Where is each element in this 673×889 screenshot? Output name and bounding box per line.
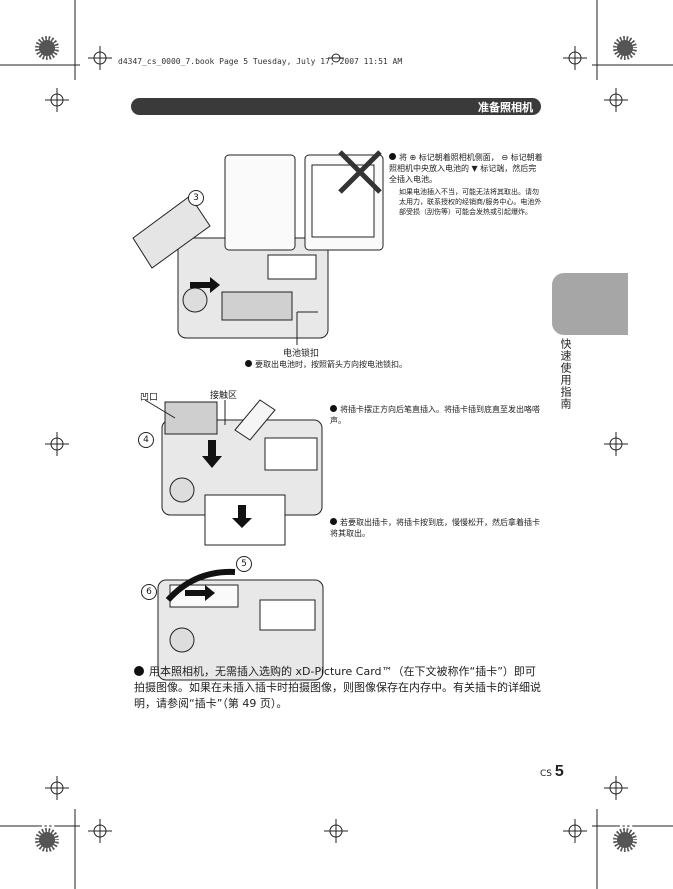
minus-mark-icon: ⊖ — [501, 153, 509, 162]
file-info-line: d4347_cs_0000_7.book Page 5 Tuesday, Jul… — [118, 57, 403, 66]
plus-mark-icon: ⊕ — [409, 153, 417, 162]
camera-dial-2 — [169, 477, 195, 503]
section-title: 准备照相机 — [478, 101, 533, 114]
section-title-bar: 准备照相机 — [131, 98, 541, 115]
bullet-icon — [245, 360, 252, 367]
battery-closeup-correct — [224, 154, 296, 251]
page-number: CS 5 — [540, 763, 564, 780]
xd-card-info: 用本照相机，无需插入选购的 xD-Picture Card™（在下文被称作“插卡… — [134, 665, 541, 710]
card-insert-arrow-icon — [202, 440, 222, 468]
wrong-orientation-cross — [338, 150, 382, 194]
insert-arrow-icon — [190, 277, 220, 293]
slide-arrow-icon — [185, 585, 215, 601]
bullet-icon — [330, 405, 337, 412]
notch-label: 凹口 — [140, 393, 159, 403]
contact-label: 接触区 — [210, 391, 238, 401]
crosshair-bottom-left — [88, 819, 112, 843]
xd-card — [164, 401, 218, 435]
card-remove-arrow-icon — [232, 505, 252, 528]
battery-warning: 如果电池插入不当，可能无法将其取出。请勿太用力，联系授权的经销商/服务中心。电池… — [399, 188, 542, 216]
radial-target-bottom-right — [609, 824, 641, 856]
crosshair-top-center — [328, 53, 344, 63]
camera-screen-2 — [264, 437, 318, 471]
crosshair-left-bottom — [45, 776, 69, 800]
battery-insert-note: 将 ⊕ 标记朝着照相机侧面， ⊖ 标记朝着照相机中央放入电池的 ▼ 标记端，然后… — [389, 153, 543, 184]
bullet-icon — [134, 666, 144, 676]
crosshair-right-bottom — [604, 776, 628, 800]
camera-dial-3 — [169, 627, 195, 653]
card-cover — [234, 399, 276, 441]
battery-compartment — [221, 291, 293, 321]
crosshair-top-left — [88, 46, 112, 70]
radial-target-top-right — [609, 32, 641, 64]
radial-target-top-left — [31, 32, 63, 64]
crosshair-top-right — [563, 46, 587, 70]
radial-target-bottom-left — [31, 824, 63, 856]
crosshair-left-top — [45, 88, 69, 112]
step-number-5: 5 — [236, 556, 252, 572]
crosshair-right-top — [604, 88, 628, 112]
step-number-4: 4 — [138, 432, 154, 448]
battery-lock-label: 电池锁扣 — [283, 349, 320, 359]
crosshair-bottom-right — [563, 819, 587, 843]
card-remove-note: 若要取出插卡，将插卡按到底，慢慢松开，然后拿着插卡将其取出。 — [330, 518, 540, 538]
open-cover-arrow-icon — [165, 568, 236, 603]
battery-pack — [132, 195, 211, 269]
step-number-3: 3 — [188, 190, 204, 206]
side-tab-label: 快速使用指南 — [559, 338, 572, 410]
bullet-icon — [330, 518, 337, 525]
crosshair-right-mid — [604, 432, 628, 456]
card-slot-closeup — [204, 494, 286, 546]
side-tab — [552, 273, 628, 335]
camera-screen-3 — [259, 599, 316, 631]
crosshair-bottom-center — [324, 819, 348, 843]
crosshair-left-mid — [45, 432, 69, 456]
camera-screen-1 — [267, 254, 317, 280]
card-insert-note: 将插卡摆正方向后笔直插入。将插卡插到底直至发出咯嗒声。 — [330, 405, 540, 425]
step-number-6: 6 — [141, 584, 157, 600]
triangle-mark-icon: ▼ — [471, 164, 478, 173]
bullet-icon — [389, 153, 396, 160]
battery-remove-note: 要取出电池时，按照箭头方向按电池锁扣。 — [245, 359, 407, 370]
